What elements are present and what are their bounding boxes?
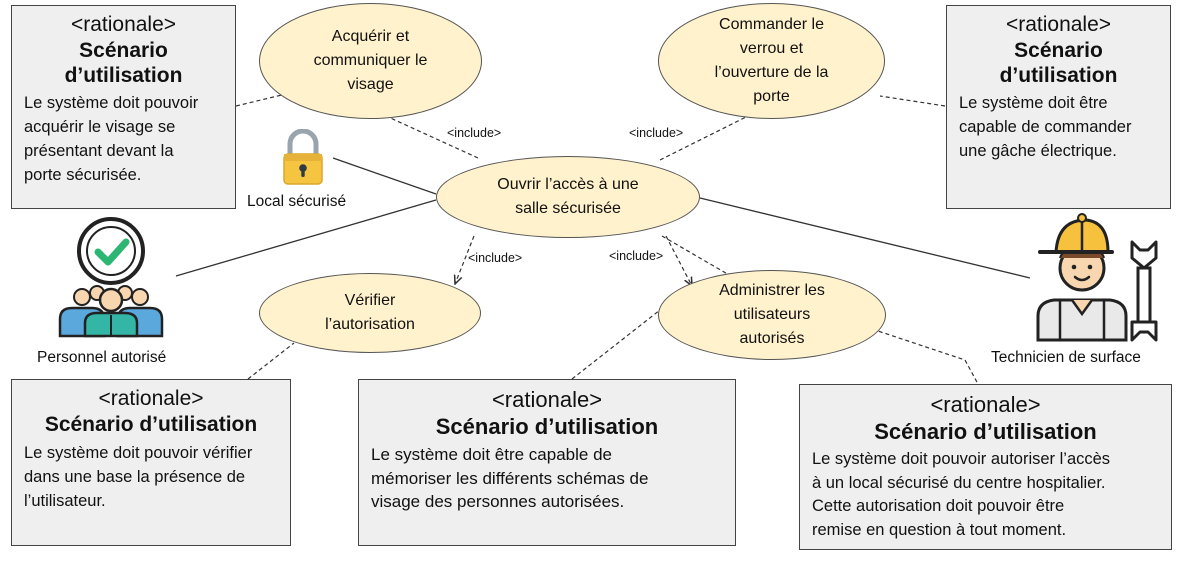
rationale-body: Le système doit être capable de mémorise… xyxy=(371,443,723,514)
rationale-box-admin: <rationale> Scénario d’utilisation Le sy… xyxy=(358,379,736,546)
authorized-group-icon xyxy=(58,217,164,338)
rationale-body: Le système doit pouvoir vérifier dans un… xyxy=(24,441,278,513)
include-arrow-verify xyxy=(455,235,475,284)
rationale-line: mémoriser les différents schémas de xyxy=(371,468,649,488)
rationale-line: une gâche électrique. xyxy=(959,142,1117,160)
use-case-admin: Administrer les utilisateurs autorisés xyxy=(658,270,886,360)
anchor-line-admin xyxy=(571,309,661,380)
rationale-box-acquire: <rationale> Scénario d’utilisation Le sy… xyxy=(11,5,236,209)
use-case-line: porte xyxy=(753,88,790,105)
rationale-body: Le système doit pouvoir autoriser l’accè… xyxy=(812,448,1159,542)
rationale-box-command: <rationale> Scénario d’utilisation Le sy… xyxy=(946,5,1171,209)
include-label-admin: <include> xyxy=(609,249,664,263)
association-personnel xyxy=(175,199,437,277)
use-case-line: verrou et xyxy=(739,40,804,57)
rationale-line: présentant devant la xyxy=(24,142,174,160)
use-case-line: Administrer les xyxy=(719,282,825,299)
rationale-body: Le système doit pouvoir acquérir le visa… xyxy=(24,91,223,187)
actor-label-local: Local sécurisé xyxy=(247,193,347,210)
rationale-heading: Scénario d’utilisation xyxy=(874,419,1097,444)
rationale-stereotype: <rationale> xyxy=(70,13,177,36)
rationale-heading: Scénario d’utilisation xyxy=(64,39,183,87)
padlock-icon xyxy=(283,129,323,185)
use-case-line: visage xyxy=(347,76,394,93)
rationale-line: porte sécurisée. xyxy=(24,166,142,184)
rationale-line: capable de commander xyxy=(959,118,1132,136)
anchor-line-verify xyxy=(247,342,295,380)
include-label-verify: <include> xyxy=(468,251,523,265)
rationale-line: Le système doit être xyxy=(959,94,1108,112)
include-label-acquire: <include> xyxy=(447,126,502,140)
anchor-line-acquire xyxy=(235,92,291,107)
rationale-box-verify: <rationale> Scénario d’utilisation Le sy… xyxy=(11,379,291,546)
association-local xyxy=(332,157,437,195)
rationale-line: acquérir le visage se xyxy=(24,118,176,136)
rationale-box-open: <rationale> Scénario d’utilisation Le sy… xyxy=(799,384,1172,550)
include-arrow-admin xyxy=(665,235,692,286)
rationale-line: l’utilisateur. xyxy=(24,492,106,510)
actor-label-personnel: Personnel autorisé xyxy=(37,349,167,366)
actor-label-technicien: Technicien de surface xyxy=(991,349,1141,366)
use-case-line: salle sécurisée xyxy=(515,200,621,217)
use-case-line: Ouvrir l’accès à une xyxy=(497,176,639,193)
include-arrow-acquire xyxy=(373,110,479,159)
rationale-line: Cette autorisation doit pouvoir être xyxy=(812,497,1065,515)
include-label-command: <include> xyxy=(629,126,684,140)
rationale-line: Le système doit pouvoir autoriser l’accè… xyxy=(812,450,1111,468)
use-case-line: Acquérir et xyxy=(331,28,410,45)
rationale-line: Le système doit pouvoir vérifier xyxy=(24,444,253,462)
use-case-verify: Vérifier l’autorisation xyxy=(259,273,481,353)
use-case-command: Commander le verrou et l’ouverture de la… xyxy=(658,3,885,119)
rationale-line: Le système doit pouvoir xyxy=(24,94,199,112)
rationale-heading: Scénario d’utilisation xyxy=(435,414,659,439)
rationale-body: Le système doit être capable de commande… xyxy=(959,91,1158,163)
rationale-heading: Scénario d’utilisation xyxy=(44,413,258,436)
rationale-line: Le système doit être capable de xyxy=(371,445,612,464)
use-case-line: utilisateurs xyxy=(733,306,811,323)
rationale-heading: Scénario d’utilisation xyxy=(999,39,1118,87)
technician-icon xyxy=(1036,213,1158,342)
use-case-line: l’autorisation xyxy=(325,316,415,333)
use-case-line: Commander le xyxy=(719,16,824,33)
rationale-line: visage des personnes autorisées. xyxy=(371,492,625,511)
rationale-line: dans une base la présence de xyxy=(24,468,246,486)
rationale-stereotype: <rationale> xyxy=(98,387,204,410)
anchor-line-command xyxy=(879,95,946,107)
rationale-stereotype: <rationale> xyxy=(491,387,603,412)
rationale-stereotype: <rationale> xyxy=(930,392,1041,417)
rationale-line: à un local sécurisé du centre hospitalie… xyxy=(812,473,1106,492)
rationale-stereotype: <rationale> xyxy=(1005,13,1112,36)
use-case-line: l’ouverture de la xyxy=(714,64,829,81)
use-case-line: autorisés xyxy=(739,330,805,347)
use-case-open: Ouvrir l’accès à une salle sécurisée xyxy=(436,156,700,238)
use-case-line: communiquer le xyxy=(313,52,428,69)
rationale-line: remise en question à tout moment. xyxy=(812,520,1067,539)
association-technicien xyxy=(699,197,1031,279)
use-case-line: Vérifier xyxy=(344,292,396,309)
use-case-acquire: Acquérir et communiquer le visage xyxy=(259,3,482,119)
